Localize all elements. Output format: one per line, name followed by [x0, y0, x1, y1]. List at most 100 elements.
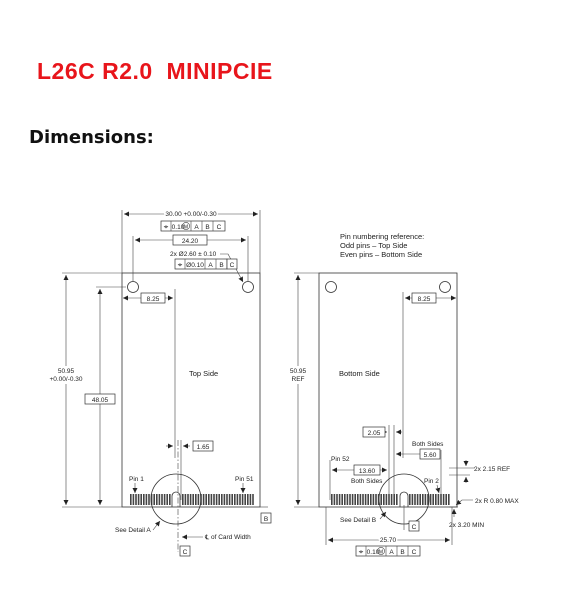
contact-finger: [364, 494, 367, 505]
contact-finger: [429, 494, 432, 505]
svg-text:C: C: [230, 262, 235, 269]
contact-finger: [163, 494, 166, 505]
bottom-both-sides-1: Both Sides: [412, 441, 444, 448]
contact-finger: [416, 494, 419, 505]
top-datum-c: C: [183, 549, 188, 556]
contact-finger: [213, 494, 215, 505]
contact-finger: [234, 494, 236, 505]
contact-finger: [411, 494, 414, 505]
svg-text:0.10: 0.10: [367, 549, 380, 556]
top-height-dim-line2: +0.00/-0.30: [49, 376, 82, 383]
svg-text:B: B: [219, 262, 223, 269]
contact-finger: [202, 494, 205, 505]
bottom-detail-label: See Detail B: [340, 517, 376, 524]
contact-finger: [161, 494, 163, 505]
contact-finger: [448, 494, 450, 505]
svg-text:⌖: ⌖: [164, 223, 169, 232]
contact-finger: [346, 494, 349, 505]
bottom-hole-right: [439, 281, 451, 293]
bottom-height-line2: REF: [292, 376, 305, 383]
svg-text:A: A: [389, 549, 394, 556]
contact-finger: [241, 494, 244, 505]
contact-finger: [359, 494, 362, 505]
contact-finger: [153, 494, 155, 505]
top-width-dim: 30.00 +0.00/-0.30: [165, 211, 217, 218]
svg-text:A: A: [208, 262, 213, 269]
contact-finger: [336, 494, 338, 505]
bottom-width-dim: 25.70: [380, 537, 397, 544]
pin-reference-line2: Odd pins – Top Side: [340, 241, 407, 250]
contact-finger: [333, 494, 336, 505]
svg-text:B: B: [205, 224, 209, 231]
top-width-tolerance-frame: ⌖ 0.10 M A B C: [160, 220, 226, 232]
top-hole-callout: 2x Ø2.60 ± 0.10: [170, 251, 217, 258]
contact-finger: [135, 494, 137, 505]
contact-finger: [189, 494, 192, 505]
contact-finger: [338, 494, 341, 505]
top-hole-spacing: 24.20: [182, 238, 199, 245]
contact-finger: [375, 494, 377, 505]
bottom-view: Pin numbering reference: Odd pins – Top …: [284, 232, 519, 557]
contact-finger: [156, 494, 158, 505]
contact-finger: [377, 494, 380, 505]
contact-finger: [169, 494, 171, 505]
contact-finger: [252, 494, 254, 505]
contact-finger: [137, 494, 140, 505]
contact-finger: [385, 494, 388, 505]
contact-finger: [344, 494, 346, 505]
top-hole-height: 48.05: [92, 397, 109, 404]
top-side-label: Top Side: [189, 369, 218, 378]
svg-text:⌖: ⌖: [178, 261, 183, 270]
top-left-offset: 8.25: [147, 296, 160, 303]
bottom-both-sides-2: Both Sides: [351, 478, 383, 485]
contact-finger: [148, 494, 150, 505]
contact-finger: [393, 494, 395, 505]
contact-finger: [195, 494, 197, 505]
contact-finger: [182, 494, 184, 505]
contact-finger: [341, 494, 343, 505]
bottom-contact-fingers: [331, 494, 450, 505]
contact-finger: [132, 494, 135, 505]
bottom-side-label: Bottom Side: [339, 369, 380, 378]
bottom-pin52-label: Pin 52: [331, 456, 350, 463]
svg-text:M: M: [379, 549, 383, 555]
top-contact-fingers: [130, 494, 254, 505]
contact-finger: [249, 494, 252, 505]
svg-text:⌖: ⌖: [359, 548, 364, 557]
svg-text:0.10: 0.10: [172, 224, 185, 231]
svg-text:C: C: [412, 549, 417, 556]
bottom-dim-215: 2x 2.15 REF: [474, 466, 510, 473]
contact-finger: [354, 494, 356, 505]
pin-reference-line1: Pin numbering reference:: [340, 232, 424, 241]
bottom-dim-1360: 13.60: [359, 468, 376, 475]
bottom-card-outline: [318, 272, 458, 508]
top-height-dim-line1: 50.95: [58, 368, 75, 375]
bottom-right-offset: 8.25: [418, 296, 431, 303]
bottom-width-tolerance-frame: ⌖ 0.10 M A B C: [355, 545, 421, 557]
contact-finger: [331, 494, 333, 505]
bottom-pin2-label: Pin 2: [424, 478, 439, 485]
contact-finger: [228, 494, 231, 505]
contact-finger: [424, 494, 427, 505]
top-hole-tolerance-frame: ⌖ Ø0.10 A B: [174, 258, 228, 270]
contact-finger: [205, 494, 207, 505]
contact-finger: [247, 494, 249, 505]
page-title: L26C R2.0 MINIPCIE: [37, 58, 273, 84]
bottom-radius-label: 2x R 0.80 MAX: [475, 498, 519, 505]
top-card-outline: [121, 272, 261, 508]
contact-finger: [388, 494, 390, 505]
contact-finger: [435, 494, 437, 505]
top-detail-label: See Detail A: [115, 527, 151, 534]
contact-finger: [442, 494, 445, 505]
contact-finger: [192, 494, 194, 505]
contact-finger: [226, 494, 228, 505]
top-datum-b: B: [264, 516, 268, 523]
contact-finger: [372, 494, 375, 505]
contact-finger: [166, 494, 168, 505]
contact-finger: [396, 494, 398, 505]
contact-finger: [236, 494, 239, 505]
contact-finger: [231, 494, 233, 505]
top-view: 30.00 +0.00/-0.30 ⌖ 0.10 M A B C 24.20 2…: [40, 210, 272, 557]
pin-reference-line3: Even pins – Bottom Side: [340, 250, 422, 259]
contact-finger: [419, 494, 421, 505]
